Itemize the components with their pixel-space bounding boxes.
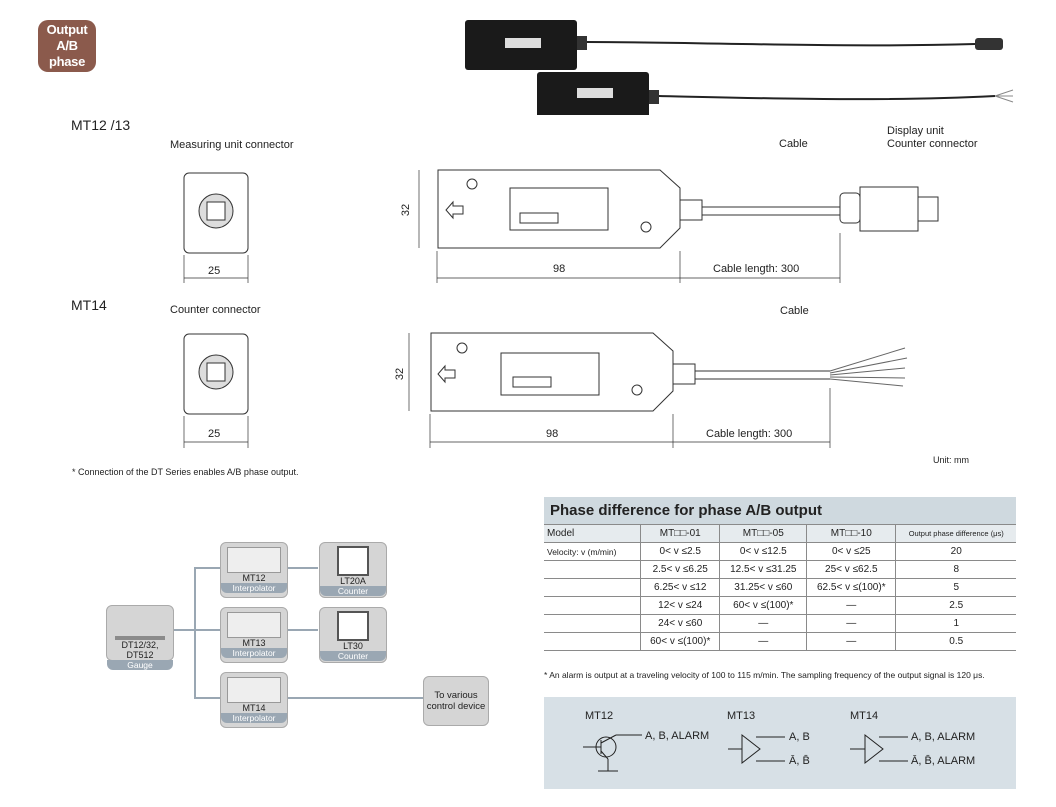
mt14-length-dim: 98 <box>546 428 559 440</box>
device-line2: control device <box>426 701 486 712</box>
table-cell: — <box>806 632 897 651</box>
table-cell: 24< v ≤60 <box>639 614 721 633</box>
table-cell <box>544 632 641 651</box>
mt14-drawing <box>183 332 908 448</box>
table-row: 24< v ≤60 — — 1 <box>544 614 1016 633</box>
counter-lt20a-node: LT20A Counter <box>319 542 387 598</box>
output-symbols-panel <box>544 697 1016 789</box>
table-note: * An alarm is output at a traveling velo… <box>544 670 985 680</box>
mt14-width-dim: 25 <box>208 428 221 440</box>
interpolator-mt12-node: MT12 Interpolator <box>220 542 288 598</box>
table-row: 60< v ≤(100)* — — 0.5 <box>544 632 1016 651</box>
output-ab-phase-badge: Output A/B phase <box>38 20 96 72</box>
counter1-sub: Counter <box>320 586 386 596</box>
header-cell: Model <box>544 524 641 543</box>
mt1213-cable-label: Cable <box>779 138 808 150</box>
interp3-sub: Interpolator <box>221 713 287 723</box>
sym-mt12-out1: A, B, ALARM <box>645 730 710 742</box>
table-cell: 12.5< v ≤31.25 <box>719 560 808 579</box>
table-cell: — <box>806 614 897 633</box>
display-unit-label: Display unit <box>887 125 944 137</box>
mt1213-title: MT12 /13 <box>71 117 131 133</box>
table-cell: Velocity: v (m/min) <box>544 542 641 561</box>
counter-connector-label: Counter connector <box>887 138 978 150</box>
table-cell: 2.5 <box>895 596 1016 615</box>
table-cell: 20 <box>895 542 1016 561</box>
table-cell: 31.25< v ≤60 <box>719 578 808 597</box>
table-cell: 60< v ≤(100)* <box>639 632 721 651</box>
table-cell: 25< v ≤62.5 <box>806 560 897 579</box>
sym-mt14-out2: Ā, B̄, ALARM <box>911 755 976 767</box>
table-header-row: Model MT□□-01 MT□□-05 MT□□-10 Output pha… <box>544 524 1016 543</box>
mt1213-length-dim: 98 <box>553 263 566 275</box>
interp1-sub: Interpolator <box>221 583 287 593</box>
table-cell: 12< v ≤24 <box>639 596 721 615</box>
flow-connectors <box>172 567 423 699</box>
table-cell: — <box>719 614 808 633</box>
table-cell <box>544 578 641 597</box>
connection-note: * Connection of the DT Series enables A/… <box>72 467 299 477</box>
device-line1: To various <box>434 690 478 701</box>
table-row: 12< v ≤24 60< v ≤(100)* — 2.5 <box>544 596 1016 615</box>
table-cell: 0< v ≤2.5 <box>639 542 721 561</box>
gauge-name: DT12/32, DT512 <box>121 640 159 660</box>
table-row: Velocity: v (m/min) 0< v ≤2.5 0< v ≤12.5… <box>544 542 1016 561</box>
table-cell: 0.5 <box>895 632 1016 651</box>
interp2-name: MT13 <box>242 638 266 648</box>
table-cell: 6.25< v ≤12 <box>639 578 721 597</box>
gauge-node: DT12/32, DT512 Gauge <box>106 605 174 670</box>
mt14-title: MT14 <box>71 297 107 313</box>
mt14-cable-length: Cable length: 300 <box>706 428 793 440</box>
interp3-name: MT14 <box>242 703 266 713</box>
measuring-connector-label: Measuring unit connector <box>170 139 294 151</box>
interpolator-mt13-node: MT13 Interpolator <box>220 607 288 663</box>
interp2-sub: Interpolator <box>221 648 287 658</box>
sym-mt13-title: MT13 <box>727 710 756 722</box>
table-cell: 0< v ≤12.5 <box>719 542 808 561</box>
counter-lt30-node: LT30 Counter <box>319 607 387 663</box>
mt1213-drawing <box>183 169 939 283</box>
sym-mt13-out1: A, B <box>789 731 810 743</box>
header-cell: Output phase difference (μs) <box>895 524 1016 543</box>
mt14-cable-label: Cable <box>780 305 809 317</box>
header-cell: MT□□-05 <box>719 524 808 543</box>
output-symbols-drawing <box>583 733 908 772</box>
sym-mt14-title: MT14 <box>850 710 879 722</box>
table-title: Phase difference for phase A/B output <box>544 497 1016 524</box>
table-cell <box>544 614 641 633</box>
table-cell: 62.5< v ≤(100)* <box>806 578 897 597</box>
sym-mt12-title: MT12 <box>585 710 614 722</box>
interp1-name: MT12 <box>242 573 266 583</box>
mt1213-width-dim: 25 <box>208 265 221 277</box>
table-cell <box>544 596 641 615</box>
table-row: 6.25< v ≤12 31.25< v ≤60 62.5< v ≤(100)*… <box>544 578 1016 597</box>
sym-mt14-out1: A, B, ALARM <box>911 731 976 743</box>
table-cell: — <box>806 596 897 615</box>
counter1-name: LT20A <box>340 576 366 586</box>
table-cell <box>544 560 641 579</box>
sym-mt13-out2: Ā, B̄ <box>789 755 810 767</box>
table-row: 2.5< v ≤6.25 12.5< v ≤31.25 25< v ≤62.5 … <box>544 560 1016 579</box>
control-device-node: To various control device <box>423 676 489 726</box>
table-cell: — <box>719 632 808 651</box>
counter2-sub: Counter <box>320 651 386 661</box>
unit-note: Unit: mm <box>933 455 969 465</box>
phase-difference-table: Phase difference for phase A/B output Mo… <box>544 497 1016 651</box>
mt1213-cable-length: Cable length: 300 <box>713 263 800 275</box>
interpolator-mt14-node: MT14 Interpolator <box>220 672 288 728</box>
product-photo <box>465 20 1014 115</box>
table-cell: 0< v ≤25 <box>806 542 897 561</box>
table-cell: 60< v ≤(100)* <box>719 596 808 615</box>
header-cell: MT□□-01 <box>639 524 721 543</box>
table-cell: 1 <box>895 614 1016 633</box>
header-cell: MT□□-10 <box>806 524 897 543</box>
badge-line1: Output <box>46 22 88 37</box>
mt14-counter-connector-label: Counter connector <box>170 304 261 316</box>
counter2-name: LT30 <box>343 641 363 651</box>
badge-line2: A/B phase <box>48 38 86 69</box>
table-cell: 5 <box>895 578 1016 597</box>
table-cell: 2.5< v ≤6.25 <box>639 560 721 579</box>
table-cell: 8 <box>895 560 1016 579</box>
gauge-sub: Gauge <box>107 660 173 670</box>
